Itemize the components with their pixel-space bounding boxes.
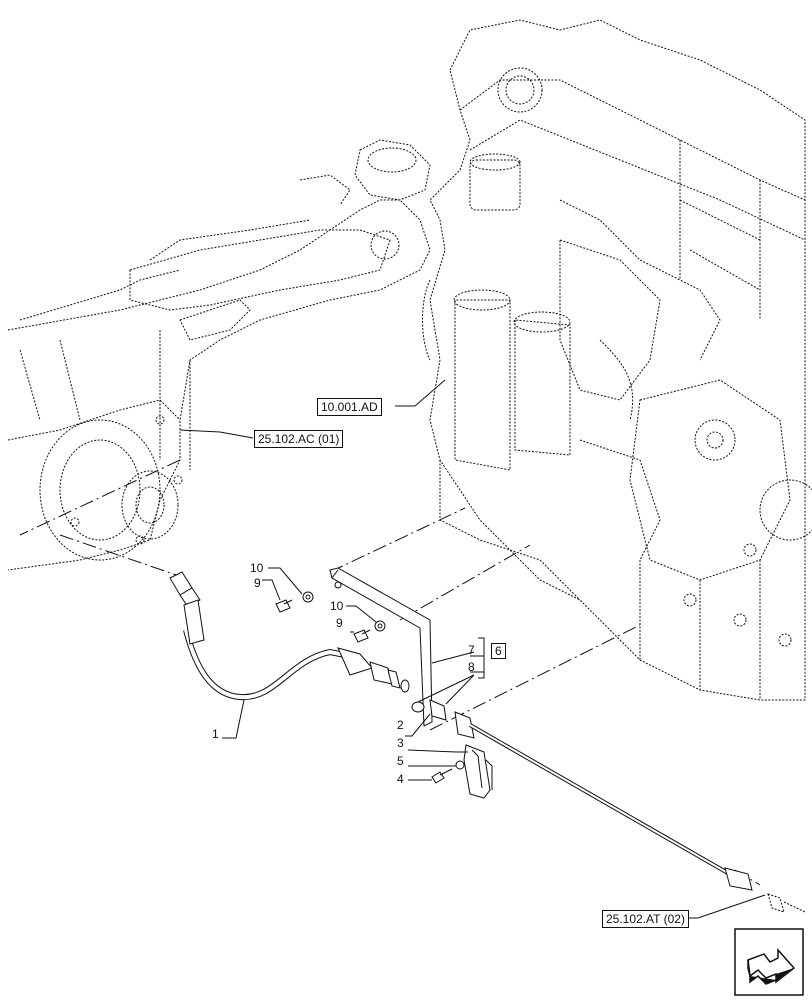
front-axle-assembly [7, 139, 431, 571]
reference-label-pipe-end[interactable]: 25.102.AT (02) [602, 910, 689, 928]
next-page-arrow-icon[interactable] [734, 928, 804, 996]
engine-assembly [422, 19, 812, 701]
reference-label-axle[interactable]: 25.102.AC (01) [254, 430, 344, 448]
callout-9-lower: 9 [336, 616, 343, 630]
callout-3: 3 [397, 736, 404, 750]
washer-5 [455, 760, 465, 770]
callout-10-lower: 10 [330, 599, 344, 613]
callout-10-upper: 10 [250, 561, 264, 575]
callout-8: 8 [468, 660, 475, 674]
callout-9-upper: 9 [254, 576, 261, 590]
callout-5: 5 [397, 754, 404, 768]
kit-label-box: 6 [491, 643, 506, 659]
clamp [463, 744, 491, 799]
callout-2: 2 [397, 718, 404, 732]
bracket-plate [329, 567, 433, 727]
callout-1: 1 [212, 727, 219, 741]
callout-7: 7 [468, 643, 475, 657]
pipe-1 [183, 629, 346, 701]
reference-label-engine[interactable]: 10.001.AD [317, 398, 382, 416]
callout-4: 4 [397, 772, 404, 786]
